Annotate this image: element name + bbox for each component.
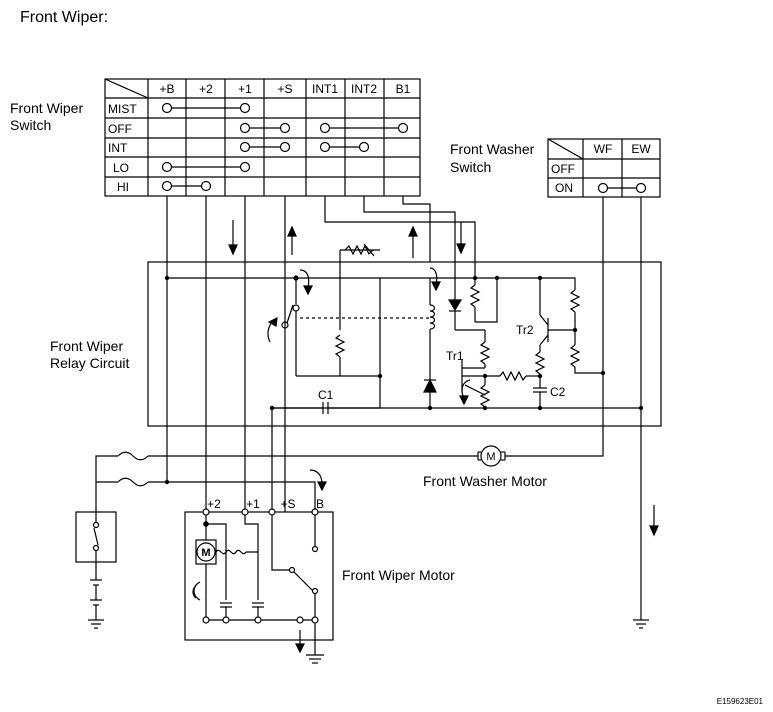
- col-header: B1: [396, 82, 411, 96]
- terminal-label: +2: [207, 497, 221, 511]
- washer-motor-label: Front Washer Motor: [423, 473, 547, 489]
- terminal-label: +S: [280, 497, 295, 511]
- relay-component-labels: Tr1 Tr2 C1 C2: [318, 323, 566, 402]
- col-header: WF: [594, 142, 613, 156]
- terminal-label: B: [316, 497, 324, 511]
- row-label: ON: [555, 181, 573, 195]
- col-header: INT2: [351, 82, 377, 96]
- relay-label-line1: Front Wiper: [50, 338, 124, 354]
- figure-code: E159623E01: [717, 697, 764, 706]
- row-label: OFF: [108, 122, 132, 136]
- terminal-label: +1: [246, 497, 260, 511]
- wiper-switch-contacts: [161, 102, 409, 192]
- row-label: INT: [108, 141, 128, 155]
- wiper-motor-m: M: [201, 547, 210, 559]
- col-header: EW: [631, 142, 651, 156]
- col-header: +S: [277, 82, 292, 96]
- c2-label: C2: [550, 385, 566, 399]
- col-header: +2: [199, 82, 213, 96]
- washer-motor-m: M: [486, 451, 495, 463]
- row-label: OFF: [551, 162, 575, 176]
- c1-label: C1: [318, 388, 334, 402]
- washer-switch-label-line2: Switch: [450, 159, 492, 175]
- washer-switch-table: [547, 138, 661, 198]
- diagram-title: Front Wiper:: [20, 9, 109, 26]
- washer-switch-label-line1: Front Washer: [450, 141, 535, 157]
- relay-circuit-box: [147, 261, 662, 427]
- flow-arrows: [228, 220, 659, 654]
- wiper-motor-box: [184, 511, 334, 641]
- wiper-motor-terminals: +2 +1 +S B: [207, 497, 324, 511]
- washer-motor-symbol: [480, 445, 502, 467]
- wiper-switch-label-line1: Front Wiper: [10, 100, 84, 116]
- tr2-label: Tr2: [516, 323, 534, 337]
- row-label: MIST: [108, 102, 137, 116]
- col-header: +1: [238, 82, 252, 96]
- wiper-motor-label: Front Wiper Motor: [342, 567, 455, 583]
- col-header: +B: [159, 82, 174, 96]
- wiper-switch-label-line2: Switch: [10, 117, 52, 133]
- washer-switch-headers: WF EW OFF ON: [551, 142, 651, 195]
- wiper-switch-headers: +B +2 +1 +S INT1 INT2 B1: [159, 82, 410, 96]
- wiper-switch-row-labels: MIST OFF INT LO HI: [108, 102, 137, 194]
- row-label: LO: [113, 161, 129, 175]
- wiper-motor-symbol: [196, 542, 216, 562]
- col-header: INT1: [312, 82, 338, 96]
- tr1-label: Tr1: [446, 349, 464, 363]
- row-label: HI: [117, 180, 129, 194]
- relay-label-line2: Relay Circuit: [50, 355, 130, 371]
